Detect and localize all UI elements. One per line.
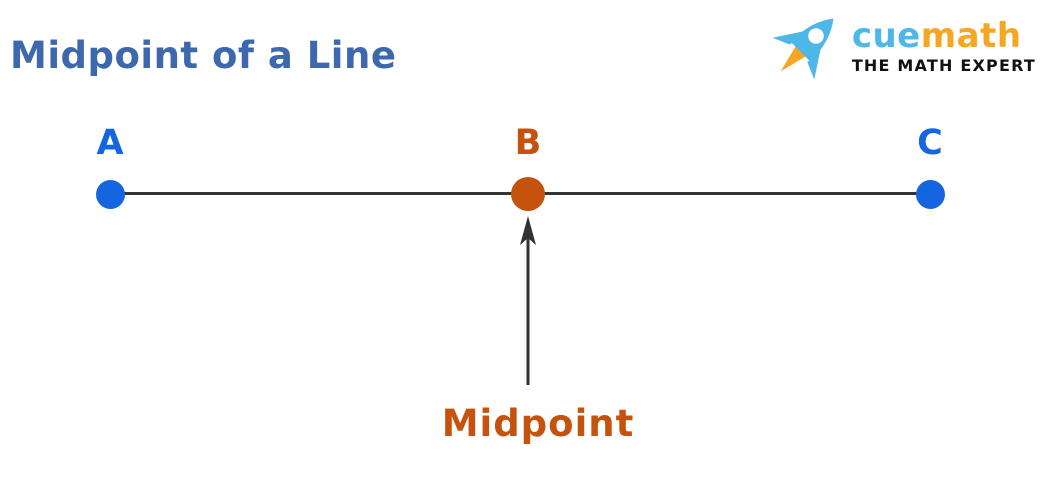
logo-tagline: THE MATH EXPERT <box>851 56 1036 75</box>
logo-brand: cuemath <box>852 19 1022 53</box>
point-label-a: A <box>96 123 124 163</box>
logo-brand-math: math <box>920 16 1022 56</box>
midpoint-annotation-label: Midpoint <box>441 402 635 445</box>
page-title: Midpoint of a Line <box>10 34 397 77</box>
point-dot-a <box>96 180 125 209</box>
logo-brand-cue: cue <box>851 16 921 56</box>
point-label-c: C <box>917 123 943 163</box>
midpoint-arrow-icon <box>520 216 536 385</box>
point-dot-c <box>916 180 945 209</box>
rocket-icon <box>764 6 846 88</box>
cuemath-logo: cuemath THE MATH EXPERT <box>764 6 1036 88</box>
logo-text: cuemath THE MATH EXPERT <box>852 19 1036 75</box>
point-dot-b <box>511 177 545 211</box>
point-label-b: B <box>514 123 542 163</box>
